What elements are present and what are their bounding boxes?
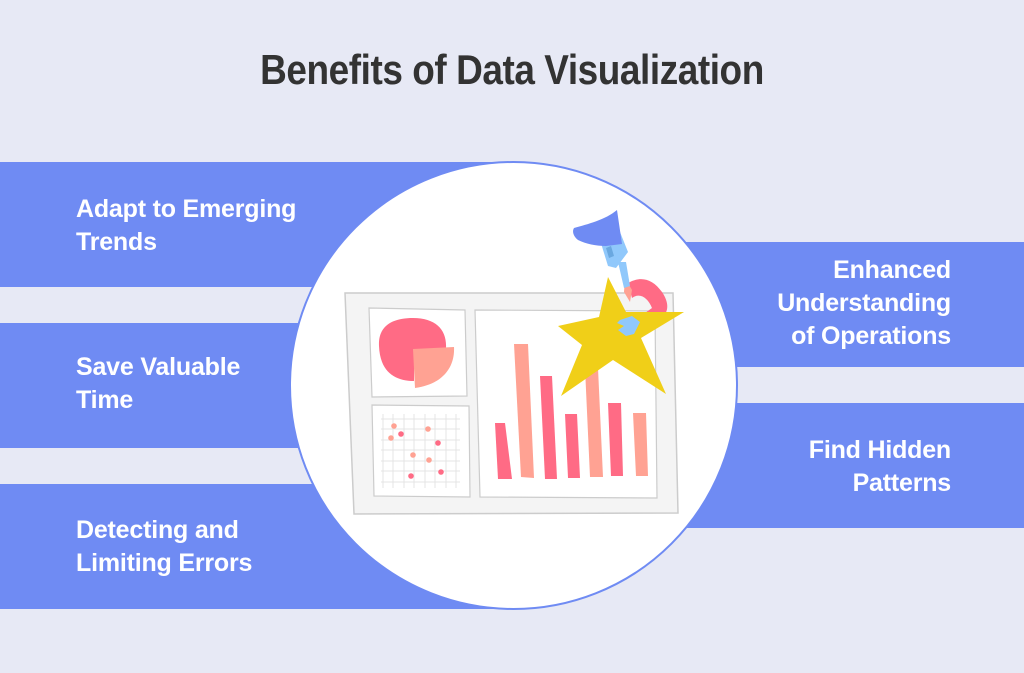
benefit-label: Adapt to Emerging Trends: [76, 193, 296, 259]
benefit-line: Find Hidden: [808, 436, 951, 464]
hand-icon: [617, 316, 640, 336]
benefit-line: Time: [76, 386, 134, 414]
pie-chart-icon: [368, 307, 468, 398]
star-icon: [558, 277, 684, 396]
benefit-line: Save Valuable: [76, 353, 241, 381]
benefit-line: Patterns: [852, 469, 952, 497]
scatter-plot-icon: [371, 404, 471, 498]
benefit-line: Detecting and: [76, 516, 239, 544]
benefit-line: Limiting Errors: [76, 549, 253, 577]
benefit-line: Enhanced: [833, 256, 951, 284]
benefit-line: Adapt to Emerging: [76, 195, 297, 223]
benefit-label: Detecting and Limiting Errors: [76, 514, 252, 580]
benefit-label: Enhanced Understanding of Operations: [777, 254, 951, 353]
page-title: Benefits of Data Visualization: [260, 46, 764, 93]
benefit-line: Understanding: [777, 289, 951, 317]
benefit-line: Trends: [76, 228, 157, 256]
benefit-label: Save Valuable Time: [76, 351, 240, 417]
benefit-label: Find Hidden Patterns: [809, 434, 951, 500]
benefit-line: of Operations: [791, 322, 951, 350]
